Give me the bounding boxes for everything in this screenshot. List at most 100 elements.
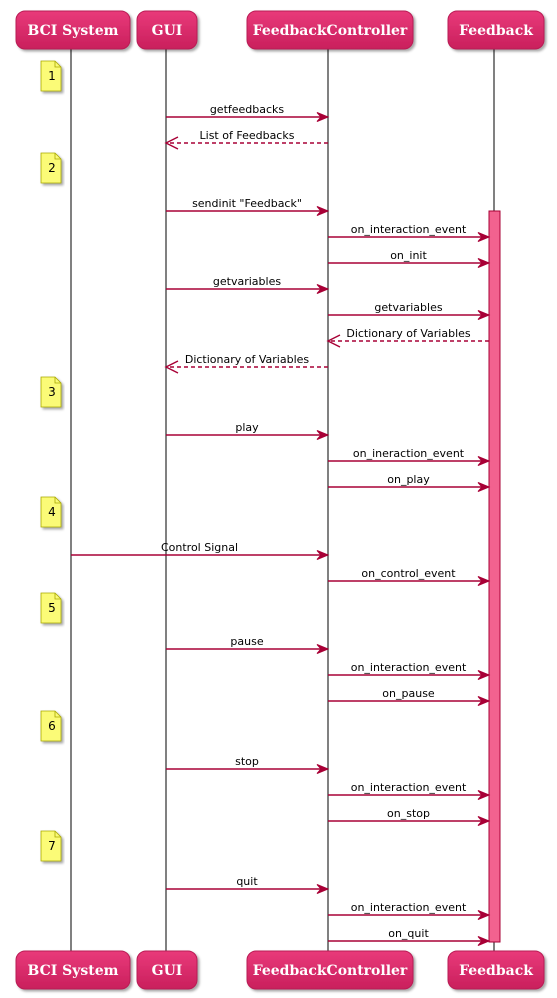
message-control-signal: Control Signal <box>71 541 330 560</box>
arrowhead-filled <box>316 112 330 122</box>
activations <box>488 210 501 943</box>
note-3: 3 <box>40 376 62 408</box>
arrowhead-filled <box>477 258 491 268</box>
message-label: on_ineraction_event <box>353 447 465 460</box>
note-shape <box>40 60 62 92</box>
message-label: getvariables <box>374 301 442 314</box>
message-play: play <box>166 421 330 440</box>
participant-label: GUI <box>152 23 183 39</box>
participant-label: Feedback <box>459 23 533 39</box>
message-dictionary-of-variables: Dictionary of Variables <box>164 353 328 374</box>
note-shape <box>40 496 62 528</box>
participant-label: Feedback <box>459 963 533 979</box>
arrowhead-filled <box>477 670 491 680</box>
note-1: 1 <box>40 60 62 92</box>
message-label: quit <box>236 875 258 888</box>
note-fold <box>54 153 61 160</box>
message-getvariables: getvariables <box>328 301 491 320</box>
message-label: pause <box>230 635 263 648</box>
note-label: 1 <box>48 69 56 83</box>
note-shape <box>40 592 62 624</box>
arrowhead-filled <box>477 576 491 586</box>
participant-label: BCI System <box>28 23 119 39</box>
message-on-pause: on_pause <box>328 687 491 706</box>
message-label: List of Feedbacks <box>200 129 295 142</box>
arrowhead-filled <box>316 764 330 774</box>
note-label: 4 <box>48 505 56 519</box>
message-label: getfeedbacks <box>210 103 285 116</box>
note-fold <box>54 377 61 384</box>
message-sendinit-feedback: sendinit "Feedback" <box>166 197 330 216</box>
message-label: play <box>235 421 259 434</box>
message-on-stop: on_stop <box>328 807 491 826</box>
arrowhead-filled <box>477 482 491 492</box>
message-on-interaction-event: on_interaction_event <box>328 661 491 680</box>
message-label: sendinit "Feedback" <box>192 197 302 210</box>
message-label: on_pause <box>382 687 435 700</box>
message-on-interaction-event: on_interaction_event <box>328 223 491 242</box>
arrowhead-filled <box>316 206 330 216</box>
participant-box <box>447 950 545 990</box>
note-2: 2 <box>40 152 62 184</box>
arrowhead-filled <box>477 910 491 920</box>
message-on-control-event: on_control_event <box>328 567 491 586</box>
note-7: 7 <box>40 830 62 862</box>
participant-label: FeedbackController <box>253 963 408 979</box>
note-label: 2 <box>48 161 56 175</box>
arrowhead-open <box>326 334 341 348</box>
message-pause: pause <box>166 635 330 654</box>
participant-bci-system-bottom: BCI System <box>15 950 131 990</box>
message-label: on_interaction_event <box>351 661 467 674</box>
note-label: 6 <box>48 719 56 733</box>
note-shape <box>40 152 62 184</box>
message-dictionary-of-variables: Dictionary of Variables <box>326 327 489 348</box>
message-label: on_interaction_event <box>351 901 467 914</box>
note-fold <box>54 831 61 838</box>
message-label: on_interaction_event <box>351 781 467 794</box>
participant-label: BCI System <box>28 963 119 979</box>
message-on-interaction-event: on_interaction_event <box>328 781 491 800</box>
arrowhead-filled <box>477 456 491 466</box>
participant-bci-system-top: BCI System <box>15 10 131 50</box>
arrowhead-filled <box>477 310 491 320</box>
arrowhead-filled <box>316 884 330 894</box>
participant-box <box>15 950 131 990</box>
note-4: 4 <box>40 496 62 528</box>
participant-box <box>136 950 198 990</box>
participant-box <box>447 10 545 50</box>
arrowhead-filled <box>477 816 491 826</box>
participant-box <box>246 10 414 50</box>
participant-feedbackcontroller-top: FeedbackController <box>246 10 414 50</box>
message-on-quit: on_quit <box>328 927 491 946</box>
participant-box <box>246 950 414 990</box>
arrowhead-filled <box>316 430 330 440</box>
arrowhead-filled <box>477 696 491 706</box>
participant-box <box>136 10 198 50</box>
message-on-init: on_init <box>328 249 491 268</box>
note-label: 3 <box>48 385 56 399</box>
arrowhead-filled <box>316 284 330 294</box>
note-fold <box>54 711 61 718</box>
participant-feedbackcontroller-bottom: FeedbackController <box>246 950 414 990</box>
message-on-ineraction-event: on_ineraction_event <box>328 447 491 466</box>
participant-label: GUI <box>152 963 183 979</box>
participant-feedback-top: Feedback <box>447 10 545 50</box>
message-label: on_interaction_event <box>351 223 467 236</box>
message-getvariables: getvariables <box>166 275 330 294</box>
arrowhead-filled <box>477 232 491 242</box>
message-label: on_init <box>390 249 427 262</box>
note-label: 7 <box>48 839 56 853</box>
message-label: getvariables <box>213 275 281 288</box>
message-stop: stop <box>166 755 330 774</box>
note-shape <box>40 710 62 742</box>
arrowhead-filled <box>316 644 330 654</box>
note-shape <box>40 830 62 862</box>
message-label: Dictionary of Variables <box>185 353 310 366</box>
arrowhead-filled <box>477 790 491 800</box>
message-on-interaction-event: on_interaction_event <box>328 901 491 920</box>
participant-gui-top: GUI <box>136 10 198 50</box>
note-6: 6 <box>40 710 62 742</box>
